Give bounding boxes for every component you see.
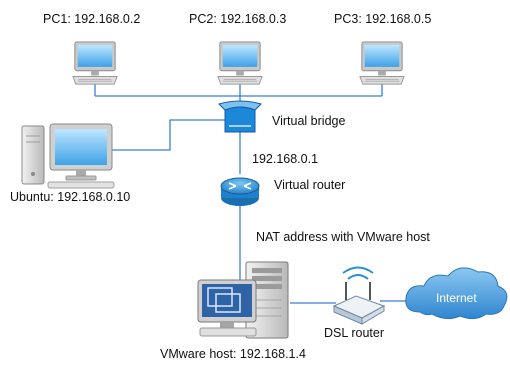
pc1-label: PC1: 192.168.0.2 [43,12,141,26]
vmhost-label: VMware host: 192.168.1.4 [160,347,306,361]
dsl-label: DSL router [324,326,384,340]
nat-label: NAT address with VMware host [256,230,430,244]
ubuntu-link-line [110,119,228,151]
bridge-label: Virtual bridge [272,114,346,128]
bridge-ip-label: 192.168.0.1 [252,152,319,166]
internet-label: Internet [436,291,477,305]
desktop-pc-icon [72,41,118,85]
pc3-label: PC3: 192.168.0.5 [334,12,432,26]
pc2-label: PC2: 192.168.0.3 [189,12,287,26]
desktop-pc-icon [21,123,115,189]
router-label: Virtual router [274,178,346,192]
ubuntu-label: Ubuntu: 192.168.0.10 [10,190,131,204]
desktop-pc-icon [217,41,263,85]
pc1-node [72,41,118,85]
pc2-node [217,41,263,85]
router-icon [220,177,260,206]
desktop-pc-icon [359,41,405,85]
desktop-pc-icon [197,279,257,337]
vmware-host-node [197,261,289,339]
ubuntu-node [21,123,115,189]
wireless-router-icon [332,266,386,325]
bridge-icon [218,100,262,133]
pc3-node [359,41,405,85]
connection-lines [94,84,410,304]
cloud-icon [405,267,508,320]
